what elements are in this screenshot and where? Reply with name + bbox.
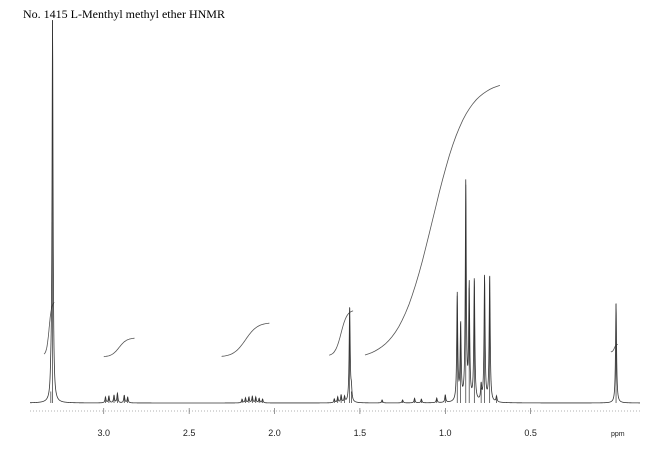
peak-markers bbox=[50, 20, 617, 403]
x-tick-label-4: 1.0 bbox=[439, 428, 452, 438]
integral-curves bbox=[43, 85, 618, 358]
x-tick-label-0: 3.0 bbox=[98, 428, 111, 438]
integral-curve-4 bbox=[364, 85, 501, 356]
spectrum-trace bbox=[29, 20, 640, 404]
x-tick-label-3: 1.5 bbox=[354, 428, 367, 438]
x-axis-unit-label: ppm bbox=[611, 431, 625, 438]
chart-title: No. 1415 L-Menthyl methyl ether HNMR bbox=[23, 7, 225, 21]
integral-curve-1 bbox=[103, 337, 135, 358]
x-axis-ticks: 3.0 2.5 2.0 1.5 1.0 0.5 bbox=[98, 408, 537, 438]
integral-curve-2 bbox=[221, 322, 270, 357]
x-tick-label-2: 2.0 bbox=[268, 428, 281, 438]
x-tick-label-5: 0.5 bbox=[524, 428, 537, 438]
x-tick-label-1: 2.5 bbox=[183, 428, 196, 438]
